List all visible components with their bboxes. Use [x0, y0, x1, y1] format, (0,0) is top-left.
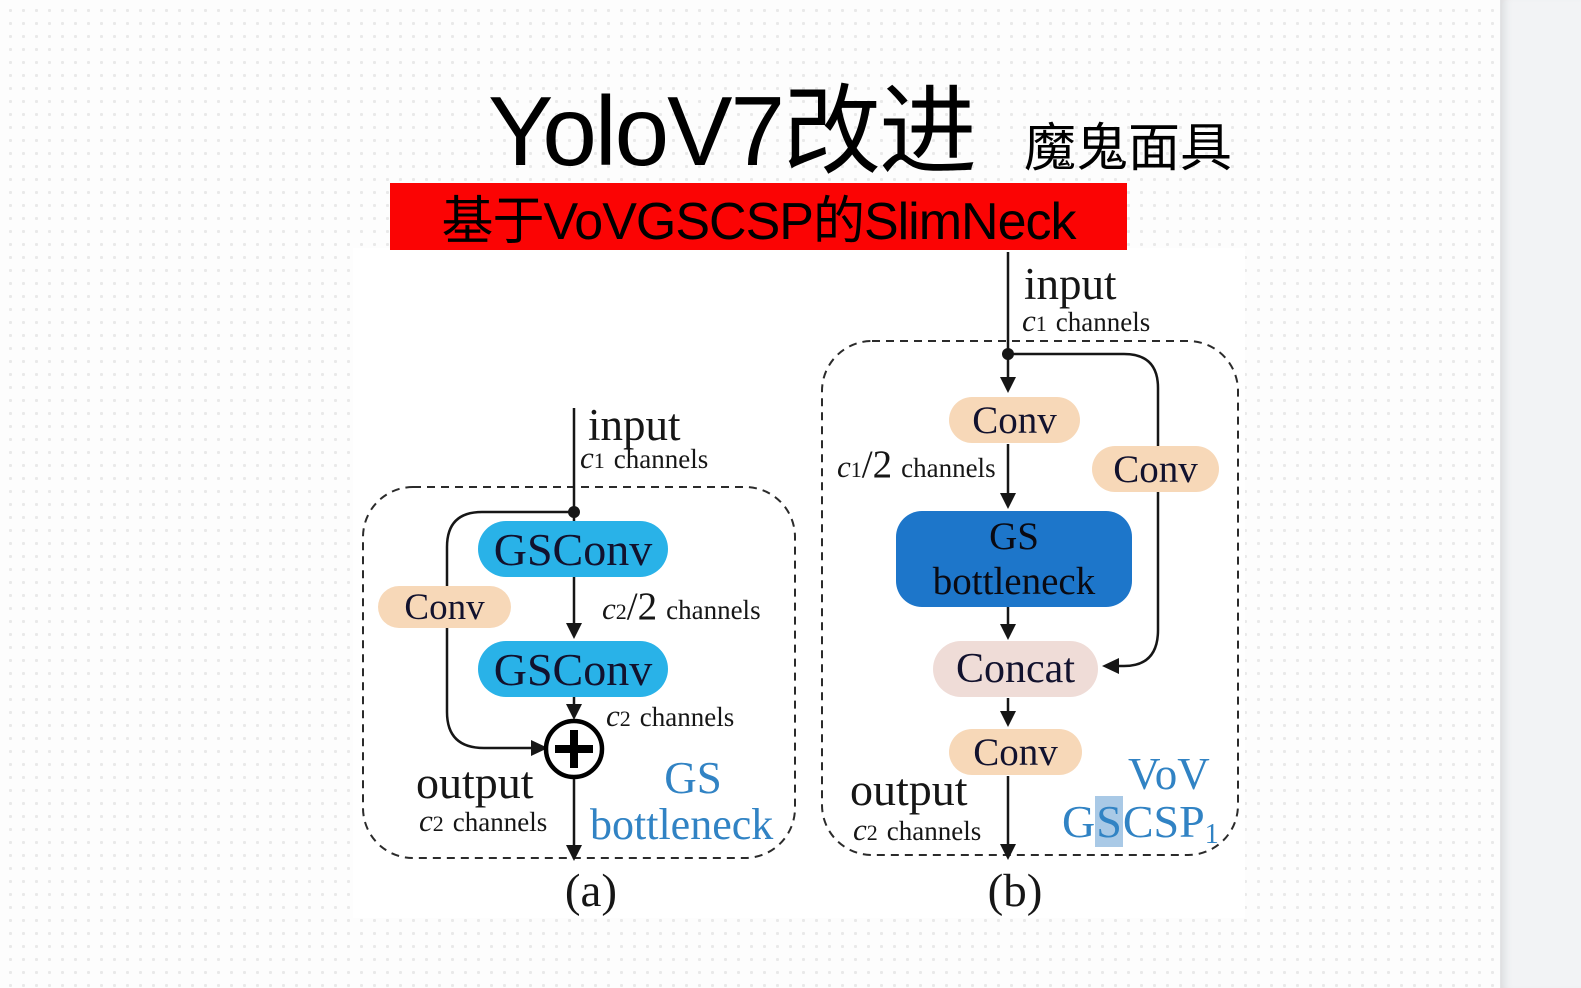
b-conv-top-box: Conv — [949, 397, 1080, 443]
b-module-name-line1: VoV — [1128, 749, 1210, 799]
b-input-label: input — [1024, 259, 1117, 309]
a-gsconv2-box: GSConv — [478, 641, 668, 697]
b-conv-right-box: Conv — [1092, 446, 1219, 492]
b-output-label: output — [850, 764, 968, 815]
highlighted-letter: S — [1095, 796, 1123, 847]
a-module-name-line2: bottleneck — [590, 800, 774, 849]
b-module-name-line2: GSCSP1 — [1062, 796, 1219, 850]
b-concat-box: Concat — [933, 641, 1098, 697]
a-module-name-line1: GS — [664, 753, 722, 803]
subtitle-banner: 基于VoVGSCSP的SlimNeck — [390, 183, 1127, 251]
a-caption: (a) — [564, 865, 618, 917]
a-input-label: input — [588, 400, 681, 450]
a-gsconv1-box: GSConv — [478, 521, 668, 577]
subtitle-banner-text: 基于VoVGSCSP的SlimNeck — [441, 193, 1076, 251]
a-output-label: output — [416, 757, 534, 808]
right-gutter — [1500, 0, 1581, 988]
a-conv-box: Conv — [378, 586, 511, 628]
b-conv-bottom-box: Conv — [949, 729, 1082, 775]
page-title: YoloV7改进 — [488, 76, 977, 186]
page-title-watermark: 魔鬼面具 — [1024, 121, 1233, 178]
b-gs-bottleneck-box: GS bottleneck — [896, 511, 1132, 607]
b-caption: (b) — [987, 865, 1043, 917]
